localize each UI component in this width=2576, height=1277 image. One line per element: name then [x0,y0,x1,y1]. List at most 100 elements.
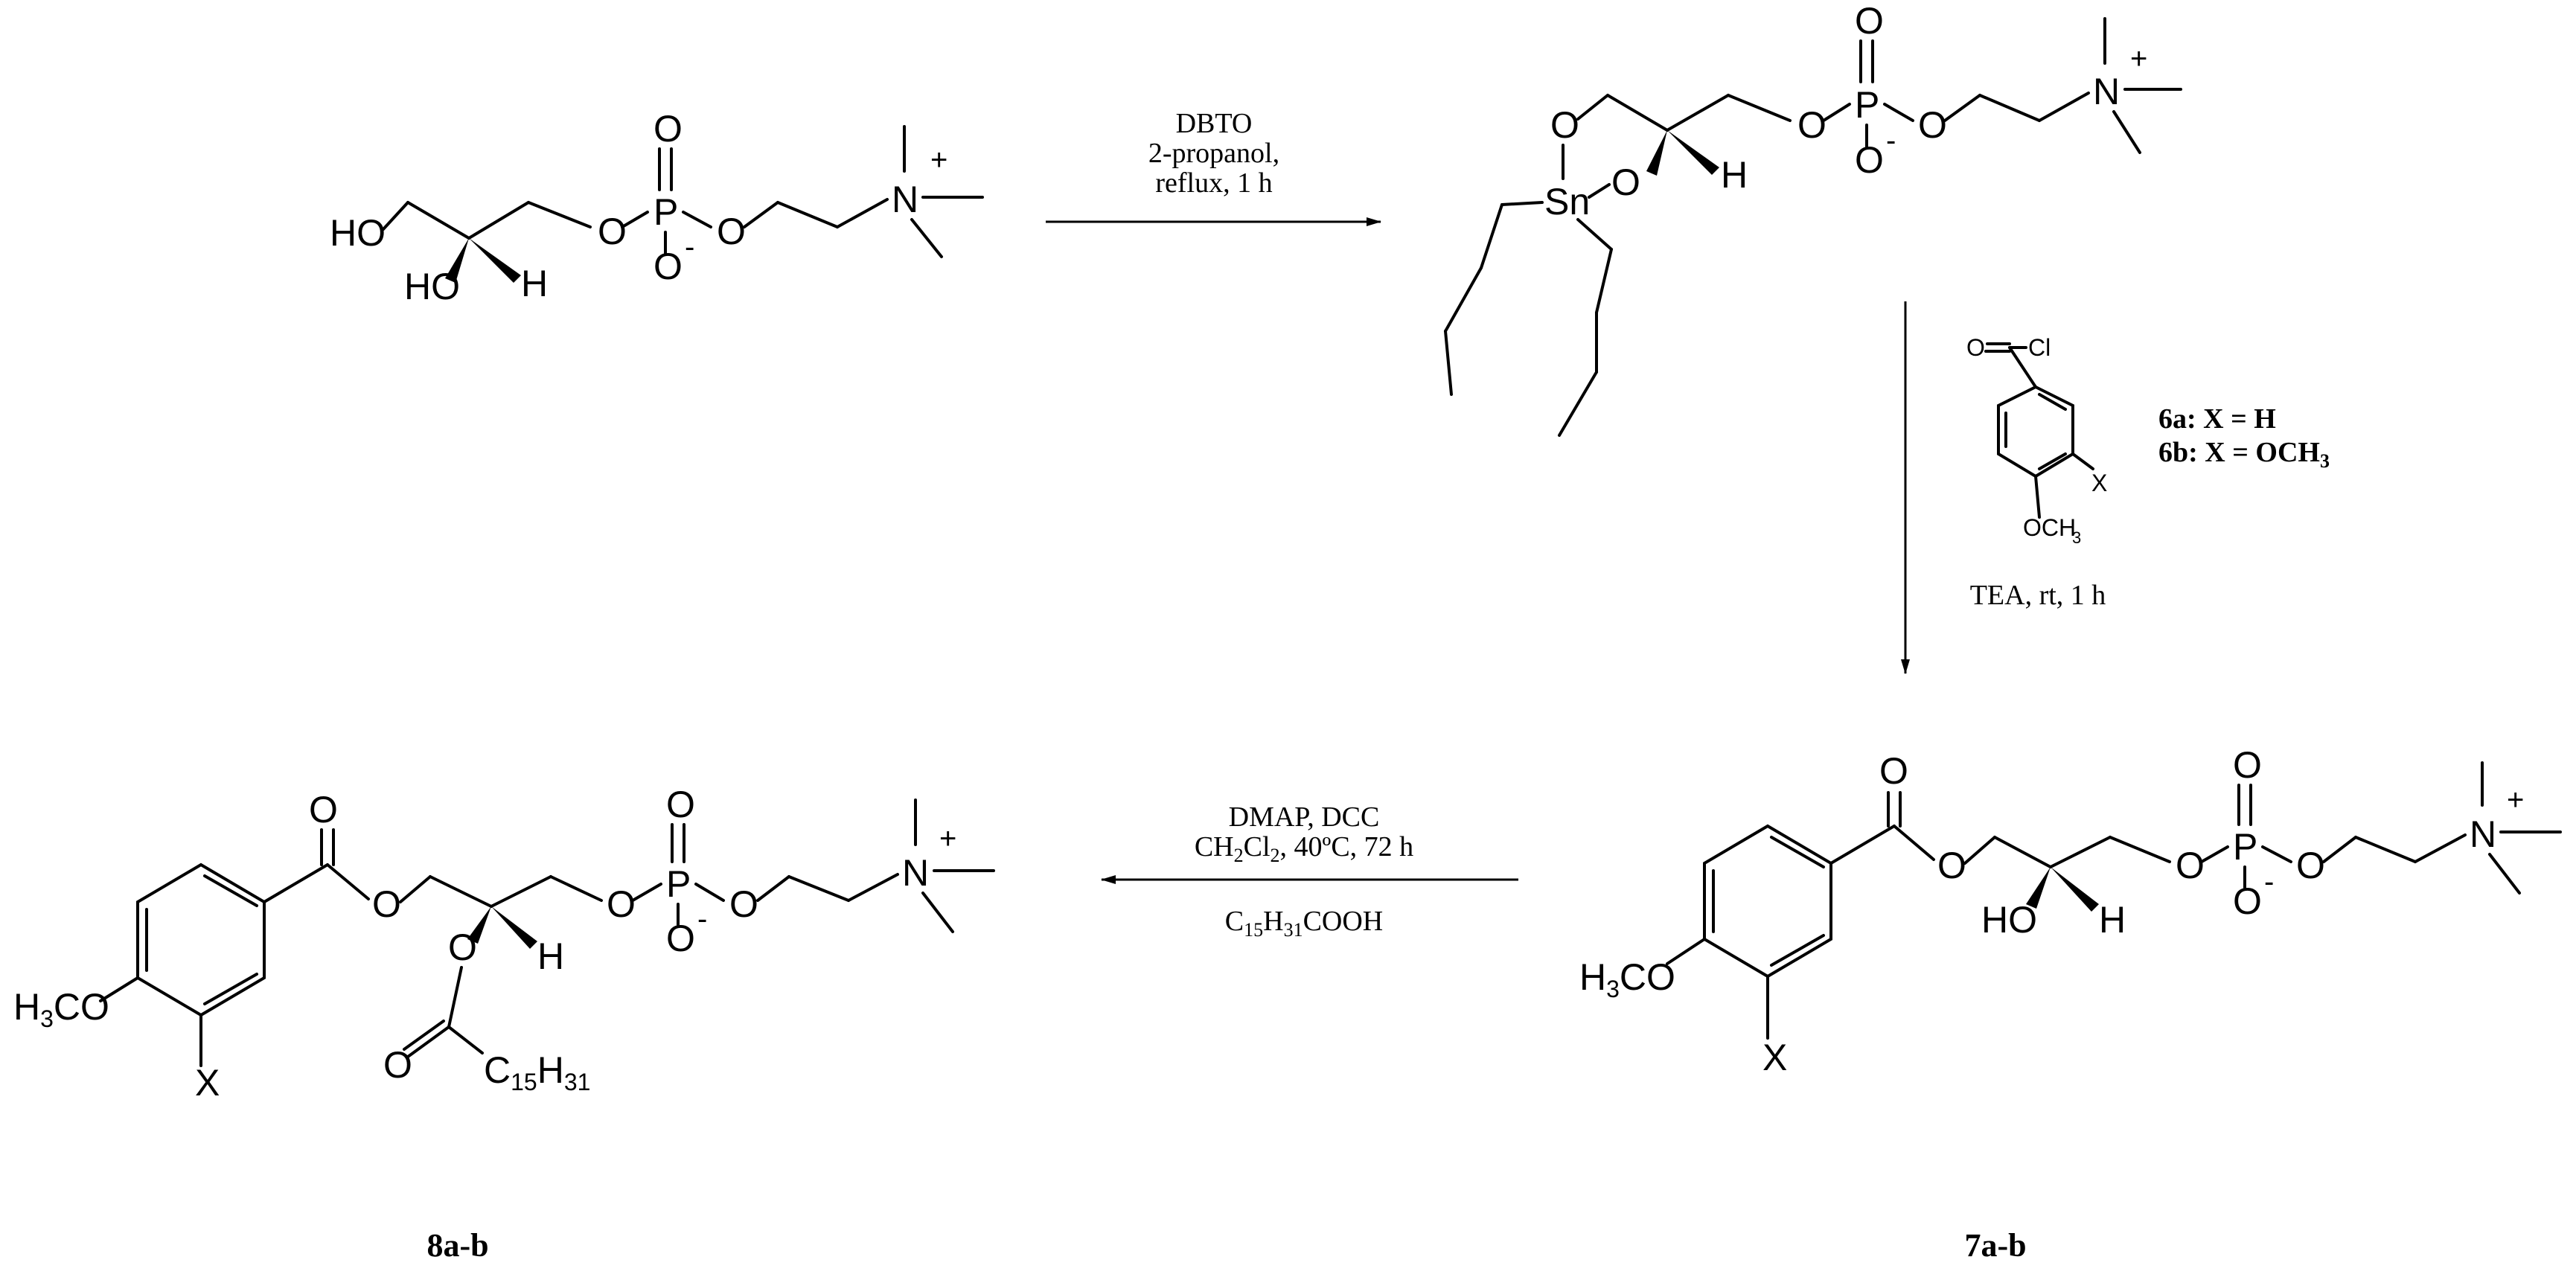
bond [2322,836,2357,863]
bond [1770,836,1825,868]
atom-ho: HO [1981,899,2037,941]
solvent-condition-label: CH2Cl2, 40ºC, 72 h [1195,831,1413,866]
bond [1606,94,1669,132]
atom-o-ether: O [717,211,746,252]
reagent-6b-label: 6b: X = OCH3 [2158,437,2330,472]
bond [1558,371,1598,437]
atom-h: H [1721,154,1748,196]
atom-och: OCH [2023,514,2076,541]
bond [99,976,139,1002]
charge-minus: - [2264,865,2274,898]
bond [549,875,603,902]
bond [1943,94,1981,122]
atom-x: X [195,1062,220,1104]
bond [776,201,839,228]
bond [2071,452,2094,470]
reagent-palmitic-acid: C15H31COOH [1225,906,1384,941]
bond [743,201,779,228]
bond [1883,103,1914,122]
bond [1829,825,1896,865]
bond [447,966,463,1028]
charge-plus: + [2130,42,2147,75]
reagent-6a-label: 6a: X = H [2158,403,2276,435]
bond [403,1020,445,1051]
atom-o-double: O [2233,744,2262,786]
bond [1727,94,1792,122]
atom-o-carbonyl: O [1879,750,1908,792]
condition-label: TEA, rt, 1 h [1970,580,2106,611]
atom-o-double: O [666,784,695,825]
bond [631,883,662,902]
bond [2112,110,2141,154]
charge-minus: - [685,231,694,263]
atom-p: P [653,191,678,233]
benzoyl-chloride-reagent: O Cl X OCH 3 [1966,334,2107,547]
bond [399,875,432,903]
compound-label-7: 7a-b [1964,1227,2026,1264]
bond [621,211,649,228]
charge-minus: - [1886,124,1896,157]
atom-h: H [537,935,564,977]
bond [203,874,258,907]
compound-label-8: 8a-b [426,1227,488,1264]
atom-n: N [902,852,929,894]
bold-wedge [2051,867,2099,912]
bond [467,201,530,240]
bond [1893,825,1935,861]
bond [2008,346,2037,388]
compound-8: O O O H O P O O - O N + H3CO X O C15H31 [13,784,995,1104]
benzene-ring [136,862,266,1017]
bond [1500,201,1544,206]
atom-o-ether: O [729,883,758,925]
bond [836,198,889,228]
charge-minus: - [697,903,707,935]
bond [1666,94,1730,132]
atom-x: X [1762,1037,1787,1078]
bond [1480,203,1503,269]
bond [447,1025,484,1054]
bond [2354,836,2417,863]
reagent-dbto: DBTO [1176,108,1253,139]
charge-plus: + [930,144,947,176]
bond [694,883,725,902]
atom-o-minus: O [666,918,695,959]
atom-h: H [2099,899,2126,941]
solvent-label: 2-propanol, [1148,138,1279,169]
bond [1963,836,1996,865]
atom-sn: Sn [1544,181,1590,223]
bond [910,218,943,258]
glycerophosphocholine: HO HO H O P O O - O N + [330,108,984,307]
atom-o-minus: O [653,246,683,287]
bond [2049,836,2112,868]
atom-o-ether: O [1918,104,1947,146]
atom-p: P [2233,826,2257,868]
hash-wedge [2026,867,2051,909]
charge-plus: + [939,822,956,855]
atom-och-sub: 3 [2072,528,2081,547]
condition-label: reflux, 1 h [1155,167,1272,199]
atom-h: H [521,263,548,304]
hash-wedge [1646,130,1667,176]
bond [2200,845,2229,863]
step-2-arrow: O Cl X OCH 3 6a: X = H 6b: X = OCH3 TEA,… [1901,301,2330,674]
atom-o-carbonyl: O [309,789,338,830]
atom-o-minus: O [2233,880,2262,922]
atom-o-acyl-carbonyl: O [383,1044,412,1086]
compound-7: O O HO H O P O O - O N + H3CO X [1579,744,2562,1078]
atom-o-phos-ester: O [2176,845,2205,886]
bond [682,211,712,228]
bond [406,201,470,240]
step-1-arrow: DBTO 2-propanol, reflux, 1 h [1046,108,1381,226]
stannylene-acetal: O Sn O H O P O O - O N + [1444,0,2182,437]
bond [527,201,592,228]
atom-o-ring-2: O [1611,161,1640,203]
bond [2109,836,2171,863]
bold-wedge [491,906,537,949]
bond [1770,934,1825,967]
atom-o-ester: O [1797,104,1826,146]
atom-o-minus: O [1855,139,1884,181]
atom-o-phos-ester: O [607,883,636,925]
bond [326,863,370,900]
atom-h3co: H3CO [1579,956,1675,1002]
atom-p: P [1855,84,1879,126]
